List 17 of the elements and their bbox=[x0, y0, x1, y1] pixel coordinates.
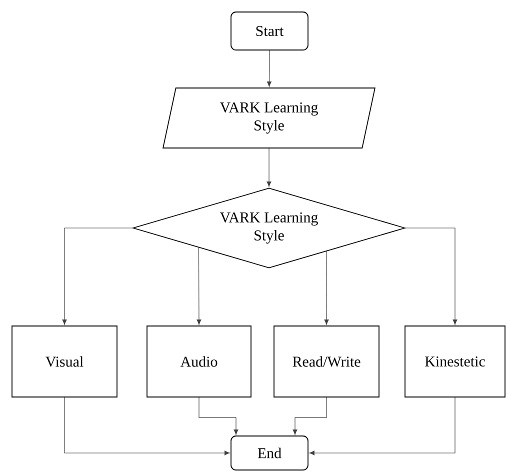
input-parallelogram: VARK Learning Style bbox=[162, 88, 376, 148]
arrow bbox=[196, 247, 202, 325]
process-box: Audio bbox=[146, 326, 252, 398]
arrow bbox=[266, 148, 272, 187]
arrow bbox=[64, 397, 230, 456]
process-box: Visual bbox=[12, 326, 118, 398]
arrow bbox=[62, 228, 133, 325]
arrow bbox=[266, 50, 272, 87]
arrow bbox=[324, 251, 329, 325]
arrow bbox=[309, 397, 456, 456]
end-terminal: End bbox=[230, 436, 308, 470]
process-box: Read/Write bbox=[274, 326, 380, 398]
arrow bbox=[198, 397, 238, 435]
start-terminal: Start bbox=[230, 12, 308, 50]
arrow bbox=[292, 397, 327, 435]
process-box: Kinestetic bbox=[404, 326, 506, 398]
arrow bbox=[405, 228, 458, 325]
